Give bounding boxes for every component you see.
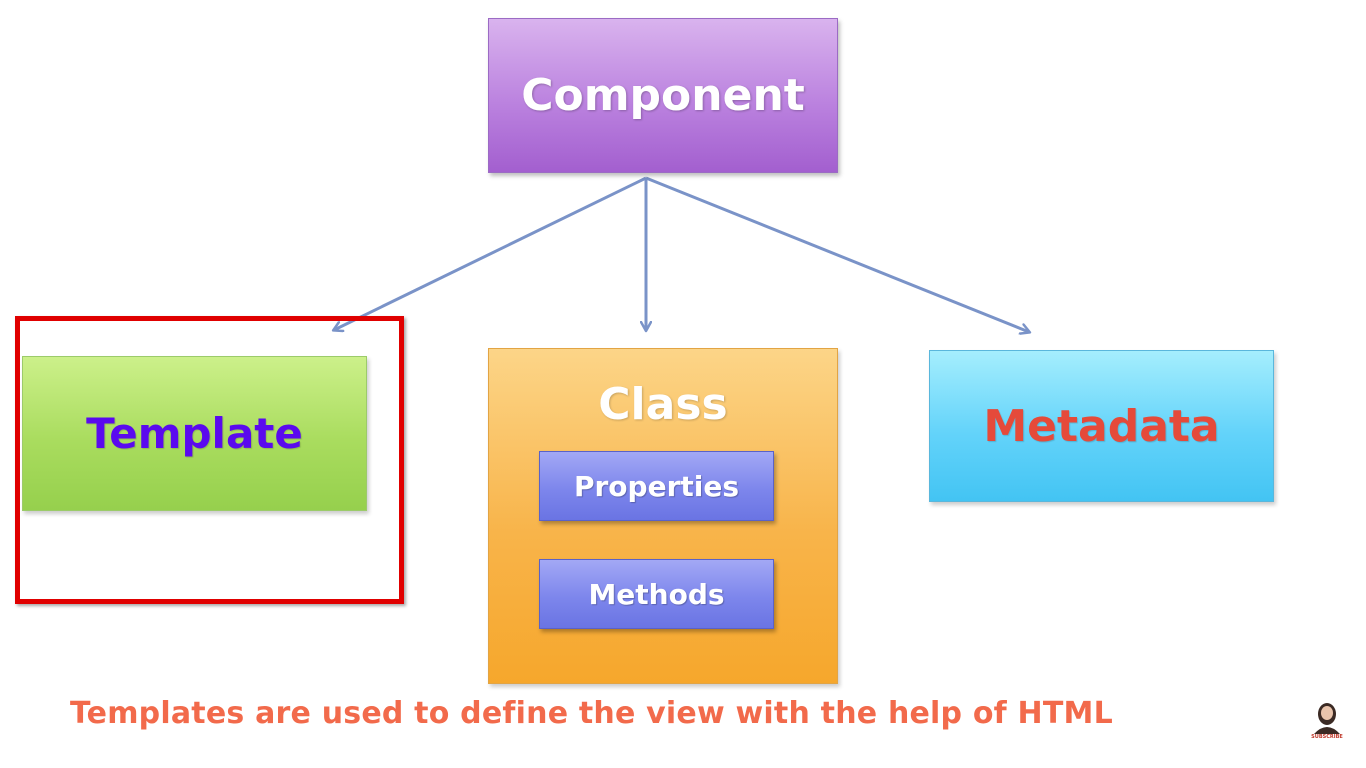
metadata-label: Metadata	[983, 400, 1220, 452]
channel-avatar-icon[interactable]: SUBSCRIBE	[1306, 700, 1348, 740]
metadata-box: Metadata	[929, 350, 1274, 502]
class-box: Class Properties Methods	[488, 348, 838, 684]
arrow-to-metadata	[645, 176, 1029, 332]
component-box: Component	[488, 18, 838, 173]
template-box: Template	[22, 356, 367, 511]
component-label: Component	[521, 70, 805, 121]
subscribe-label: SUBSCRIBE	[1311, 734, 1343, 740]
caption-text: Templates are used to define the view wi…	[70, 696, 1113, 731]
properties-box: Properties	[539, 451, 774, 521]
template-highlight-frame	[15, 316, 404, 604]
methods-box: Methods	[539, 559, 774, 629]
template-label: Template	[86, 409, 303, 458]
arrow-to-template	[334, 176, 647, 330]
properties-label: Properties	[573, 469, 740, 503]
class-label: Class	[598, 379, 728, 430]
methods-label: Methods	[588, 577, 725, 611]
